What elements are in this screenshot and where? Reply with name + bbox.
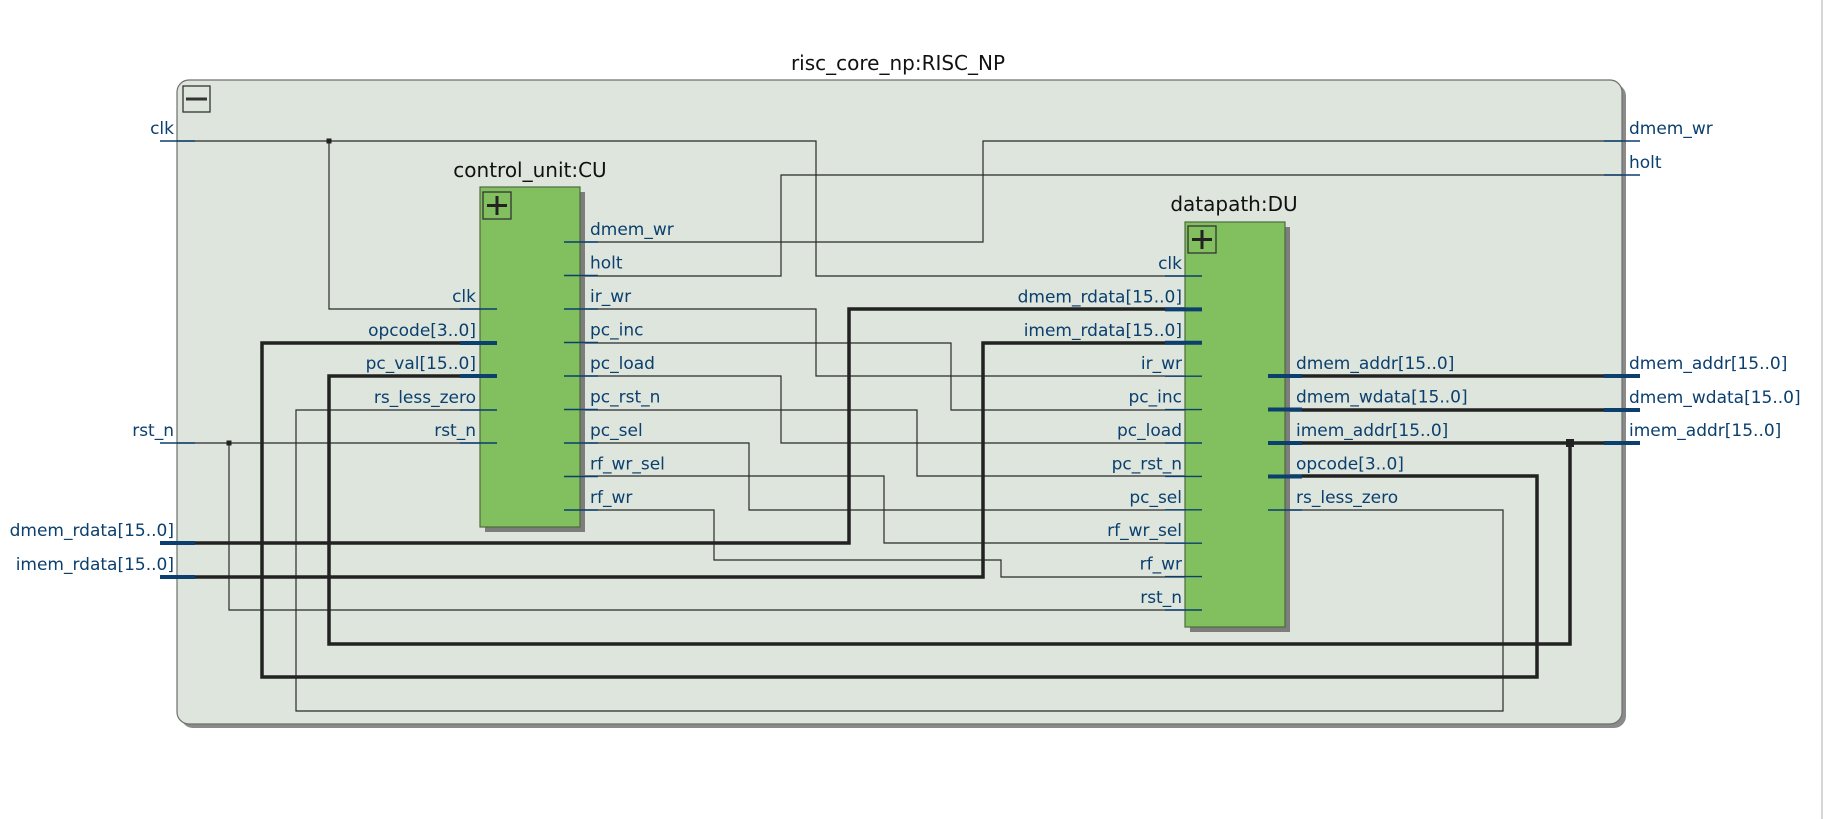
cu-in-port-opcode: opcode[3..0] <box>368 321 476 341</box>
plus-icon[interactable] <box>1187 225 1217 254</box>
wire-pc-inc <box>564 342 1200 411</box>
du-input-ports: clk dmem_rdata[15..0] imem_rdata[15..0] ir_… <box>1018 254 1202 611</box>
junction-clk <box>326 138 332 144</box>
du-in-port-rf-wr-sel: rf_wr_sel <box>1107 521 1182 541</box>
cu-out-port-pc-sel: pc_sel <box>590 421 643 441</box>
cu-in-port-rs-less-zero: rs_less_zero <box>374 388 476 408</box>
du-in-port-rst-n: rst_n <box>1140 588 1182 608</box>
du-out-port-rs-less-zero: rs_less_zero <box>1296 488 1398 508</box>
cu-out-port-holt: holt <box>590 254 623 274</box>
top-in-port-imem-rdata: imem_rdata[15..0] <box>16 555 174 575</box>
wire-rst-du <box>228 443 1200 611</box>
wire-rs-less-zero <box>295 409 1504 712</box>
top-in-port-dmem-rdata: dmem_rdata[15..0] <box>10 521 174 541</box>
bus-dmem-rdata <box>177 307 1200 545</box>
cu-out-port-pc-rst-n: pc_rst_n <box>590 388 660 408</box>
du-in-port-clk: clk <box>1158 254 1182 274</box>
cu-input-ports: clk opcode[3..0] pc_val[15..0] rs_less_zero… <box>366 287 497 444</box>
cu-out-port-rf-wr: rf_wr <box>590 488 632 508</box>
cu-in-port-clk: clk <box>452 287 476 307</box>
du-in-port-dmem-rdata: dmem_rdata[15..0] <box>1018 287 1182 307</box>
cu-out-port-pc-load: pc_load <box>590 354 655 374</box>
du-body <box>1184 221 1286 628</box>
top-out-port-imem-addr: imem_addr[15..0] <box>1629 421 1781 441</box>
du-in-port-imem-rdata: imem_rdata[15..0] <box>1024 321 1182 341</box>
du-in-port-pc-rst-n: pc_rst_n <box>1112 454 1182 474</box>
du-out-port-dmem-wdata: dmem_wdata[15..0] <box>1296 388 1468 408</box>
cu-title: control_unit:CU <box>453 158 606 182</box>
du-in-port-ir-wr: ir_wr <box>1141 354 1182 374</box>
cu-in-port-rst-n: rst_n <box>434 421 476 441</box>
du-in-port-pc-inc: pc_inc <box>1129 388 1182 408</box>
du-in-port-rf-wr: rf_wr <box>1140 555 1182 575</box>
cu-out-port-dmem-wr: dmem_wr <box>590 220 674 240</box>
top-input-ports: clk rst_n dmem_rdata[15..0] imem_rdata[15..… <box>10 119 195 579</box>
bus-opcode <box>260 341 1539 679</box>
signal-wires <box>177 138 1622 712</box>
cu-in-port-pc-val: pc_val[15..0] <box>366 354 476 374</box>
wire-clk <box>177 140 1200 277</box>
du-title: datapath:DU <box>1170 192 1297 216</box>
control-unit-block[interactable]: control_unit:CU clk opcode[3..0] pc_val[15… <box>366 158 674 532</box>
cu-out-port-ir-wr: ir_wr <box>590 287 631 307</box>
du-in-port-pc-sel: pc_sel <box>1129 488 1182 508</box>
cu-out-port-rf-wr-sel: rf_wr_sel <box>590 455 665 475</box>
bus-pc-val <box>327 374 1572 646</box>
junction-imem-addr <box>1566 439 1574 447</box>
wire-clk-cu <box>328 141 480 310</box>
wire-dmem-wr <box>564 140 1622 243</box>
wire-pc-rst-n <box>564 409 1200 477</box>
du-out-port-opcode: opcode[3..0] <box>1296 455 1404 475</box>
bus-wires <box>177 307 1622 679</box>
datapath-block[interactable]: datapath:DU clk dmem_rdata[15..0] imem_rda… <box>1018 192 1468 632</box>
cu-out-port-pc-inc: pc_inc <box>590 321 643 341</box>
cu-body <box>479 186 581 528</box>
du-out-port-imem-addr: imem_addr[15..0] <box>1296 421 1448 441</box>
top-out-port-dmem-wr: dmem_wr <box>1629 119 1713 139</box>
wire-rf-wr-sel <box>564 475 1200 544</box>
wire-rf-wr <box>564 509 1200 578</box>
top-out-port-dmem-addr: dmem_addr[15..0] <box>1629 354 1787 374</box>
plus-icon[interactable] <box>482 191 512 220</box>
top-in-port-clk: clk <box>150 119 174 139</box>
du-out-port-dmem-addr: dmem_addr[15..0] <box>1296 354 1454 374</box>
top-in-port-rst-n: rst_n <box>132 421 174 441</box>
top-out-port-dmem-wdata: dmem_wdata[15..0] <box>1629 388 1801 408</box>
top-module-title: risc_core_np:RISC_NP <box>791 51 1005 75</box>
minus-icon[interactable] <box>182 85 211 113</box>
du-in-port-pc-load: pc_load <box>1117 421 1182 441</box>
junction-rst <box>226 440 232 446</box>
du-output-ports: dmem_addr[15..0] dmem_wdata[15..0] imem_ad… <box>1268 354 1468 511</box>
bus-imem-rdata <box>177 341 1200 579</box>
top-out-port-holt: holt <box>1629 153 1662 173</box>
wire-holt <box>564 174 1622 277</box>
